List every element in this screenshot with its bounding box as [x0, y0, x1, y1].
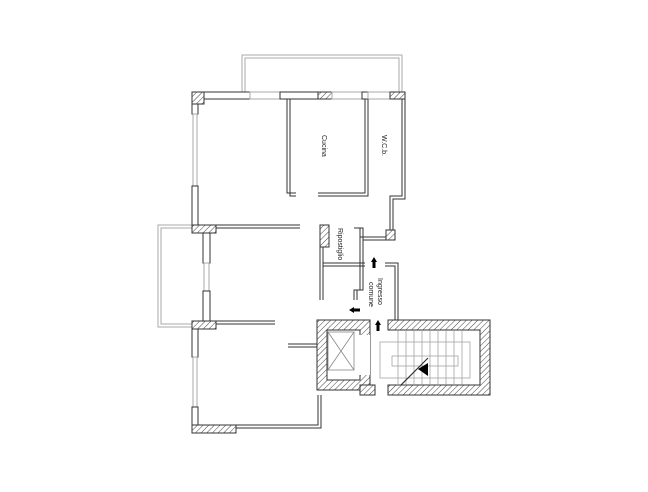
top-wall	[191, 91, 406, 105]
left-wall	[191, 103, 237, 434]
staircase	[379, 330, 471, 385]
wc-pillar	[385, 229, 396, 241]
top-balcony	[241, 54, 403, 92]
arrow-up-icon	[371, 257, 377, 268]
room-label-bathroom: W.C.b.	[380, 135, 387, 156]
room-label-entrance-1: Ingresso	[376, 278, 383, 305]
elevator	[327, 331, 355, 371]
room-label-storage: Ripostiglio	[336, 228, 343, 260]
stair-direction-arrow-icon	[418, 363, 428, 376]
arrow-up-icon	[375, 320, 381, 331]
left-balcony	[157, 224, 192, 328]
storage-pillar	[319, 224, 330, 248]
room-label-kitchen: Cucina	[320, 135, 327, 157]
stair-break-line	[400, 357, 429, 386]
lower-walls	[236, 395, 322, 429]
room-label-entrance-2: comune	[367, 282, 374, 307]
stair-core	[316, 319, 491, 396]
arrow-left-icon	[349, 307, 360, 313]
interior-walls	[216, 99, 406, 348]
